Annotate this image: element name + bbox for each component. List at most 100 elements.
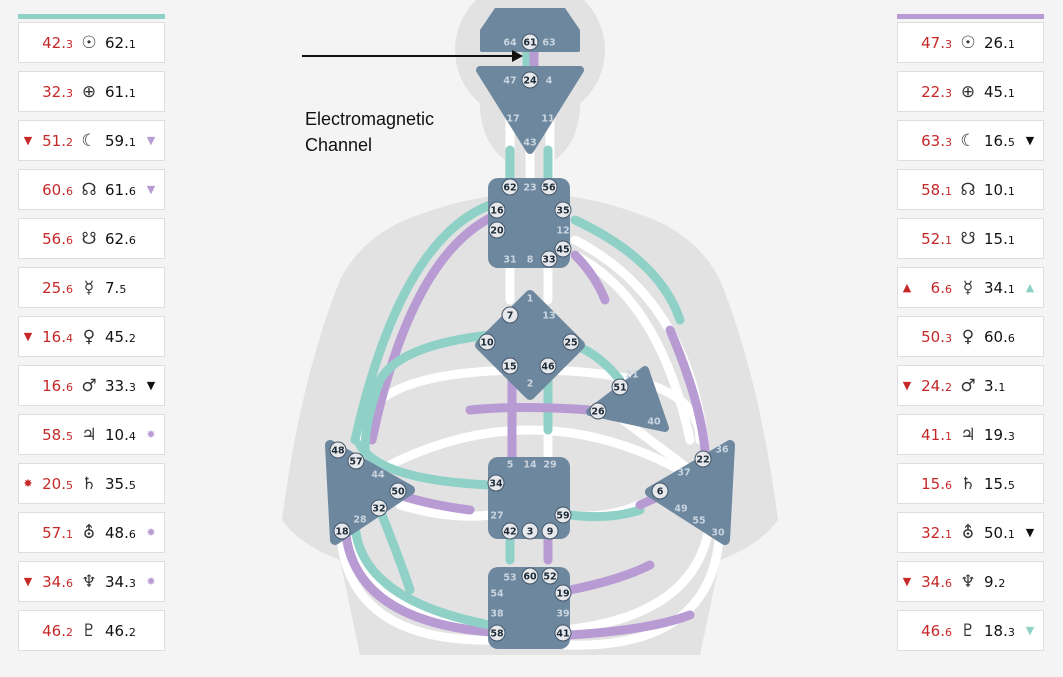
planet-row[interactable]: 32.3⊕61.1 [18, 71, 165, 112]
planet-row[interactable]: 15.6♄15.5 [897, 463, 1044, 504]
gate-16-label: 16 [490, 206, 504, 217]
gate-45-label: 45 [556, 245, 569, 256]
active-gate-badge [554, 506, 572, 524]
post-marker: ▲ [1025, 281, 1035, 294]
annotation-line-1: Electromagnetic [305, 109, 435, 129]
personality-gate: 61 [105, 82, 125, 101]
personality-activation: 26.1 [984, 33, 1015, 52]
planet-row[interactable]: 58.5♃10.4✸ [18, 414, 165, 455]
annotation-arrow-line [302, 55, 514, 57]
design-activation: 60.6 [42, 180, 73, 199]
planet-row[interactable]: ▼34.6♆34.3✸ [18, 561, 165, 602]
gate-3-label: 3 [527, 527, 534, 538]
personality-line: 5 [128, 478, 136, 492]
personality-activation: 61.1 [105, 82, 136, 101]
venus-icon: ♀ [82, 326, 96, 347]
planet-row[interactable]: 63.3☾16.5▼ [897, 120, 1044, 161]
planet-row[interactable]: 52.1☋15.1 [897, 218, 1044, 259]
design-gate: 20 [42, 474, 62, 493]
planet-row[interactable]: 32.1⛢50.1▼ [897, 512, 1044, 553]
design-activation: 25.6 [42, 278, 73, 297]
active-gate-badge [554, 201, 572, 219]
personality-line: 1 [998, 380, 1006, 394]
planet-row[interactable]: ✸20.5♄35.5 [18, 463, 165, 504]
planet-row[interactable]: 42.3☉62.1 [18, 22, 165, 63]
design-gate: 50 [921, 327, 941, 346]
planet-row[interactable]: ▼51.2☾59.1▼ [18, 120, 165, 161]
design-gate: 25 [42, 278, 62, 297]
pre-marker: ▼ [23, 330, 33, 343]
gate-28-label: 28 [353, 515, 367, 526]
design-activation: 46.6 [921, 621, 952, 640]
personality-gate: 15 [984, 229, 1004, 248]
active-gate-badge [540, 178, 558, 196]
post-marker: ✸ [146, 526, 156, 539]
design-line: 3 [945, 86, 952, 100]
north-node-icon: ☊ [81, 179, 97, 200]
active-gate-badge [329, 441, 347, 459]
gate-26-label: 26 [591, 407, 605, 418]
active-gate-badge [562, 333, 580, 351]
planet-row[interactable]: 25.6☿7.5 [18, 267, 165, 308]
planet-row[interactable]: ▼16.4♀45.2 [18, 316, 165, 357]
gate-9-label: 9 [547, 527, 554, 538]
planet-row[interactable]: 47.3☉26.1 [897, 22, 1044, 63]
planet-row[interactable]: 60.6☊61.6▼ [18, 169, 165, 210]
personality-line: 1 [1007, 86, 1015, 100]
gate-46-label: 46 [541, 362, 555, 373]
personality-line: 3 [1007, 625, 1015, 639]
planet-row[interactable]: 46.6♇18.3▼ [897, 610, 1044, 651]
planet-row[interactable]: ▼24.2♂3.1 [897, 365, 1044, 406]
personality-activation: 50.1 [984, 523, 1015, 542]
uranus-icon: ⛢ [82, 522, 96, 543]
moon-icon: ☾ [960, 130, 976, 151]
design-gate: 60 [42, 180, 62, 199]
gate-32-label: 32 [372, 504, 385, 515]
design-line: 4 [66, 331, 73, 345]
active-gate-badge [370, 499, 388, 517]
personality-gate: 62 [105, 33, 125, 52]
planet-row[interactable]: ▲6.6☿34.1▲ [897, 267, 1044, 308]
design-gate: 34 [921, 572, 941, 591]
personality-gate: 18 [984, 621, 1004, 640]
design-gate: 32 [42, 82, 62, 101]
planet-row[interactable]: ▼34.6♆9.2 [897, 561, 1044, 602]
gate-18-label: 18 [335, 527, 349, 538]
planet-row[interactable]: 46.2♇46.2 [18, 610, 165, 651]
gate-59-label: 59 [556, 511, 569, 522]
design-line: 2 [66, 135, 73, 149]
planet-row[interactable]: 16.6♂33.3▼ [18, 365, 165, 406]
spleen-center [325, 440, 415, 545]
personality-activation: 34.3 [105, 572, 136, 591]
gate-24-label: 24 [523, 76, 537, 87]
earth-icon: ⊕ [960, 81, 976, 102]
gate-30-label: 30 [711, 528, 725, 539]
planet-row[interactable]: 22.3⊕45.1 [897, 71, 1044, 112]
personality-activation: 35.5 [105, 474, 136, 493]
gate-19-label: 19 [556, 589, 569, 600]
active-gate-badge [611, 378, 629, 396]
planet-row[interactable]: 50.3♀60.6 [897, 316, 1044, 357]
active-gate-badge [501, 178, 519, 196]
personality-gate: 45 [984, 82, 1004, 101]
design-activation: 63.3 [921, 131, 952, 150]
planet-row[interactable]: 56.6☋62.6 [18, 218, 165, 259]
gate-42-label: 42 [503, 527, 516, 538]
planet-row[interactable]: 41.1♃19.3 [897, 414, 1044, 455]
personality-gate: 16 [984, 131, 1004, 150]
personality-line: 1 [1007, 37, 1015, 51]
gate-17-label: 17 [506, 114, 519, 125]
personality-line: 4 [128, 429, 136, 443]
gate-2-label: 2 [527, 379, 534, 390]
gate-49-label: 49 [674, 504, 687, 515]
design-line: 3 [945, 331, 952, 345]
planet-row[interactable]: 57.1⛢48.6✸ [18, 512, 165, 553]
active-gate-badge [488, 221, 506, 239]
design-gate: 57 [42, 523, 62, 542]
pre-marker: ▼ [902, 379, 912, 392]
personality-activation: 15.1 [984, 229, 1015, 248]
gate-25-label: 25 [564, 338, 577, 349]
personality-line: 3 [128, 576, 136, 590]
neptune-icon: ♆ [960, 571, 976, 592]
planet-row[interactable]: 58.1☊10.1 [897, 169, 1044, 210]
